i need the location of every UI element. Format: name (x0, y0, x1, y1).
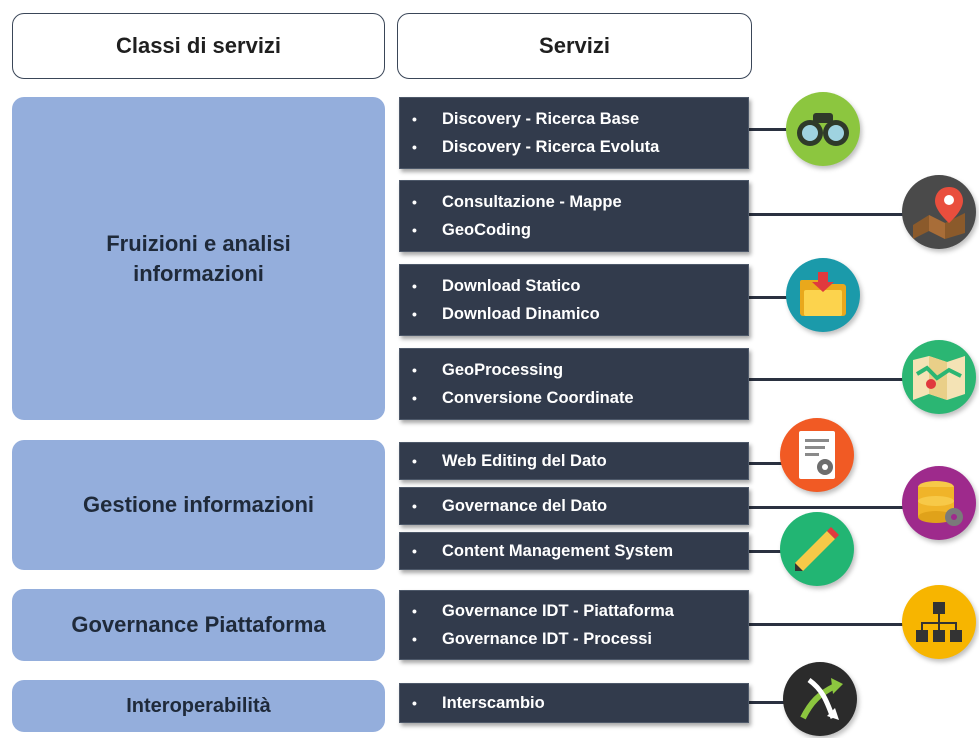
service-item: Discovery - Ricerca Evoluta (442, 138, 660, 156)
folder-download-icon (786, 258, 860, 332)
service-item: Content Management System (442, 542, 674, 560)
service-box-governance-dato: •Governance del Dato (399, 487, 749, 525)
service-box-consultazione: •Consultazione - Mappe •GeoCoding (399, 180, 749, 252)
service-box-geoprocessing: •GeoProcessing •Conversione Coordinate (399, 348, 749, 420)
pencil-icon (780, 512, 854, 586)
service-item: Governance del Dato (442, 497, 608, 515)
header-classi-label: Classi di servizi (115, 33, 282, 58)
service-item: GeoProcessing (442, 361, 564, 379)
exchange-arrows-icon (783, 662, 857, 736)
service-item: Interscambio (442, 694, 545, 712)
header-servizi-label: Servizi (539, 33, 610, 58)
map-pin-icon (902, 175, 976, 249)
connector (747, 213, 907, 216)
connector (747, 378, 907, 381)
class-interoperabilita-label: Interoperabilità (126, 694, 271, 717)
service-item: Web Editing del Dato (442, 452, 607, 470)
service-item: Governance IDT - Processi (442, 630, 652, 648)
service-box-governance-idt: •Governance IDT - Piattaforma •Governanc… (399, 590, 749, 660)
service-box-download: •Download Statico •Download Dinamico (399, 264, 749, 336)
connector (747, 506, 907, 509)
service-box-interscambio: •Interscambio (399, 683, 749, 723)
service-item: Governance IDT - Piattaforma (442, 602, 674, 620)
connector (747, 296, 795, 299)
service-item: GeoCoding (442, 221, 531, 239)
service-item: Consultazione - Mappe (442, 193, 622, 211)
document-settings-icon (780, 418, 854, 492)
connector (747, 701, 787, 704)
connector (747, 128, 795, 131)
service-item: Download Dinamico (442, 305, 600, 323)
class-governance: Governance Piattaforma (12, 589, 385, 661)
binoculars-icon (786, 92, 860, 166)
header-servizi: Servizi (397, 13, 752, 79)
class-governance-label: Governance Piattaforma (71, 612, 326, 638)
class-gestione: Gestione informazioni (12, 440, 385, 570)
class-gestione-label: Gestione informazioni (82, 492, 315, 518)
hierarchy-icon (902, 585, 976, 659)
service-box-cms: •Content Management System (399, 532, 749, 570)
class-fruizioni-label: Fruizioni e analisi informazioni (106, 230, 291, 286)
connector (747, 550, 787, 553)
service-item: Discovery - Ricerca Base (442, 110, 640, 128)
map-icon (902, 340, 976, 414)
service-item: Download Statico (442, 277, 581, 295)
class-fruizioni: Fruizioni e analisi informazioni (12, 97, 385, 420)
service-box-web-editing: •Web Editing del Dato (399, 442, 749, 480)
service-item: Conversione Coordinate (442, 389, 634, 407)
connector (747, 462, 787, 465)
connector (747, 623, 907, 626)
service-box-discovery: •Discovery - Ricerca Base •Discovery - R… (399, 97, 749, 169)
class-interoperabilita: Interoperabilità (12, 680, 385, 732)
header-classi: Classi di servizi (12, 13, 385, 79)
database-gear-icon (902, 466, 976, 540)
